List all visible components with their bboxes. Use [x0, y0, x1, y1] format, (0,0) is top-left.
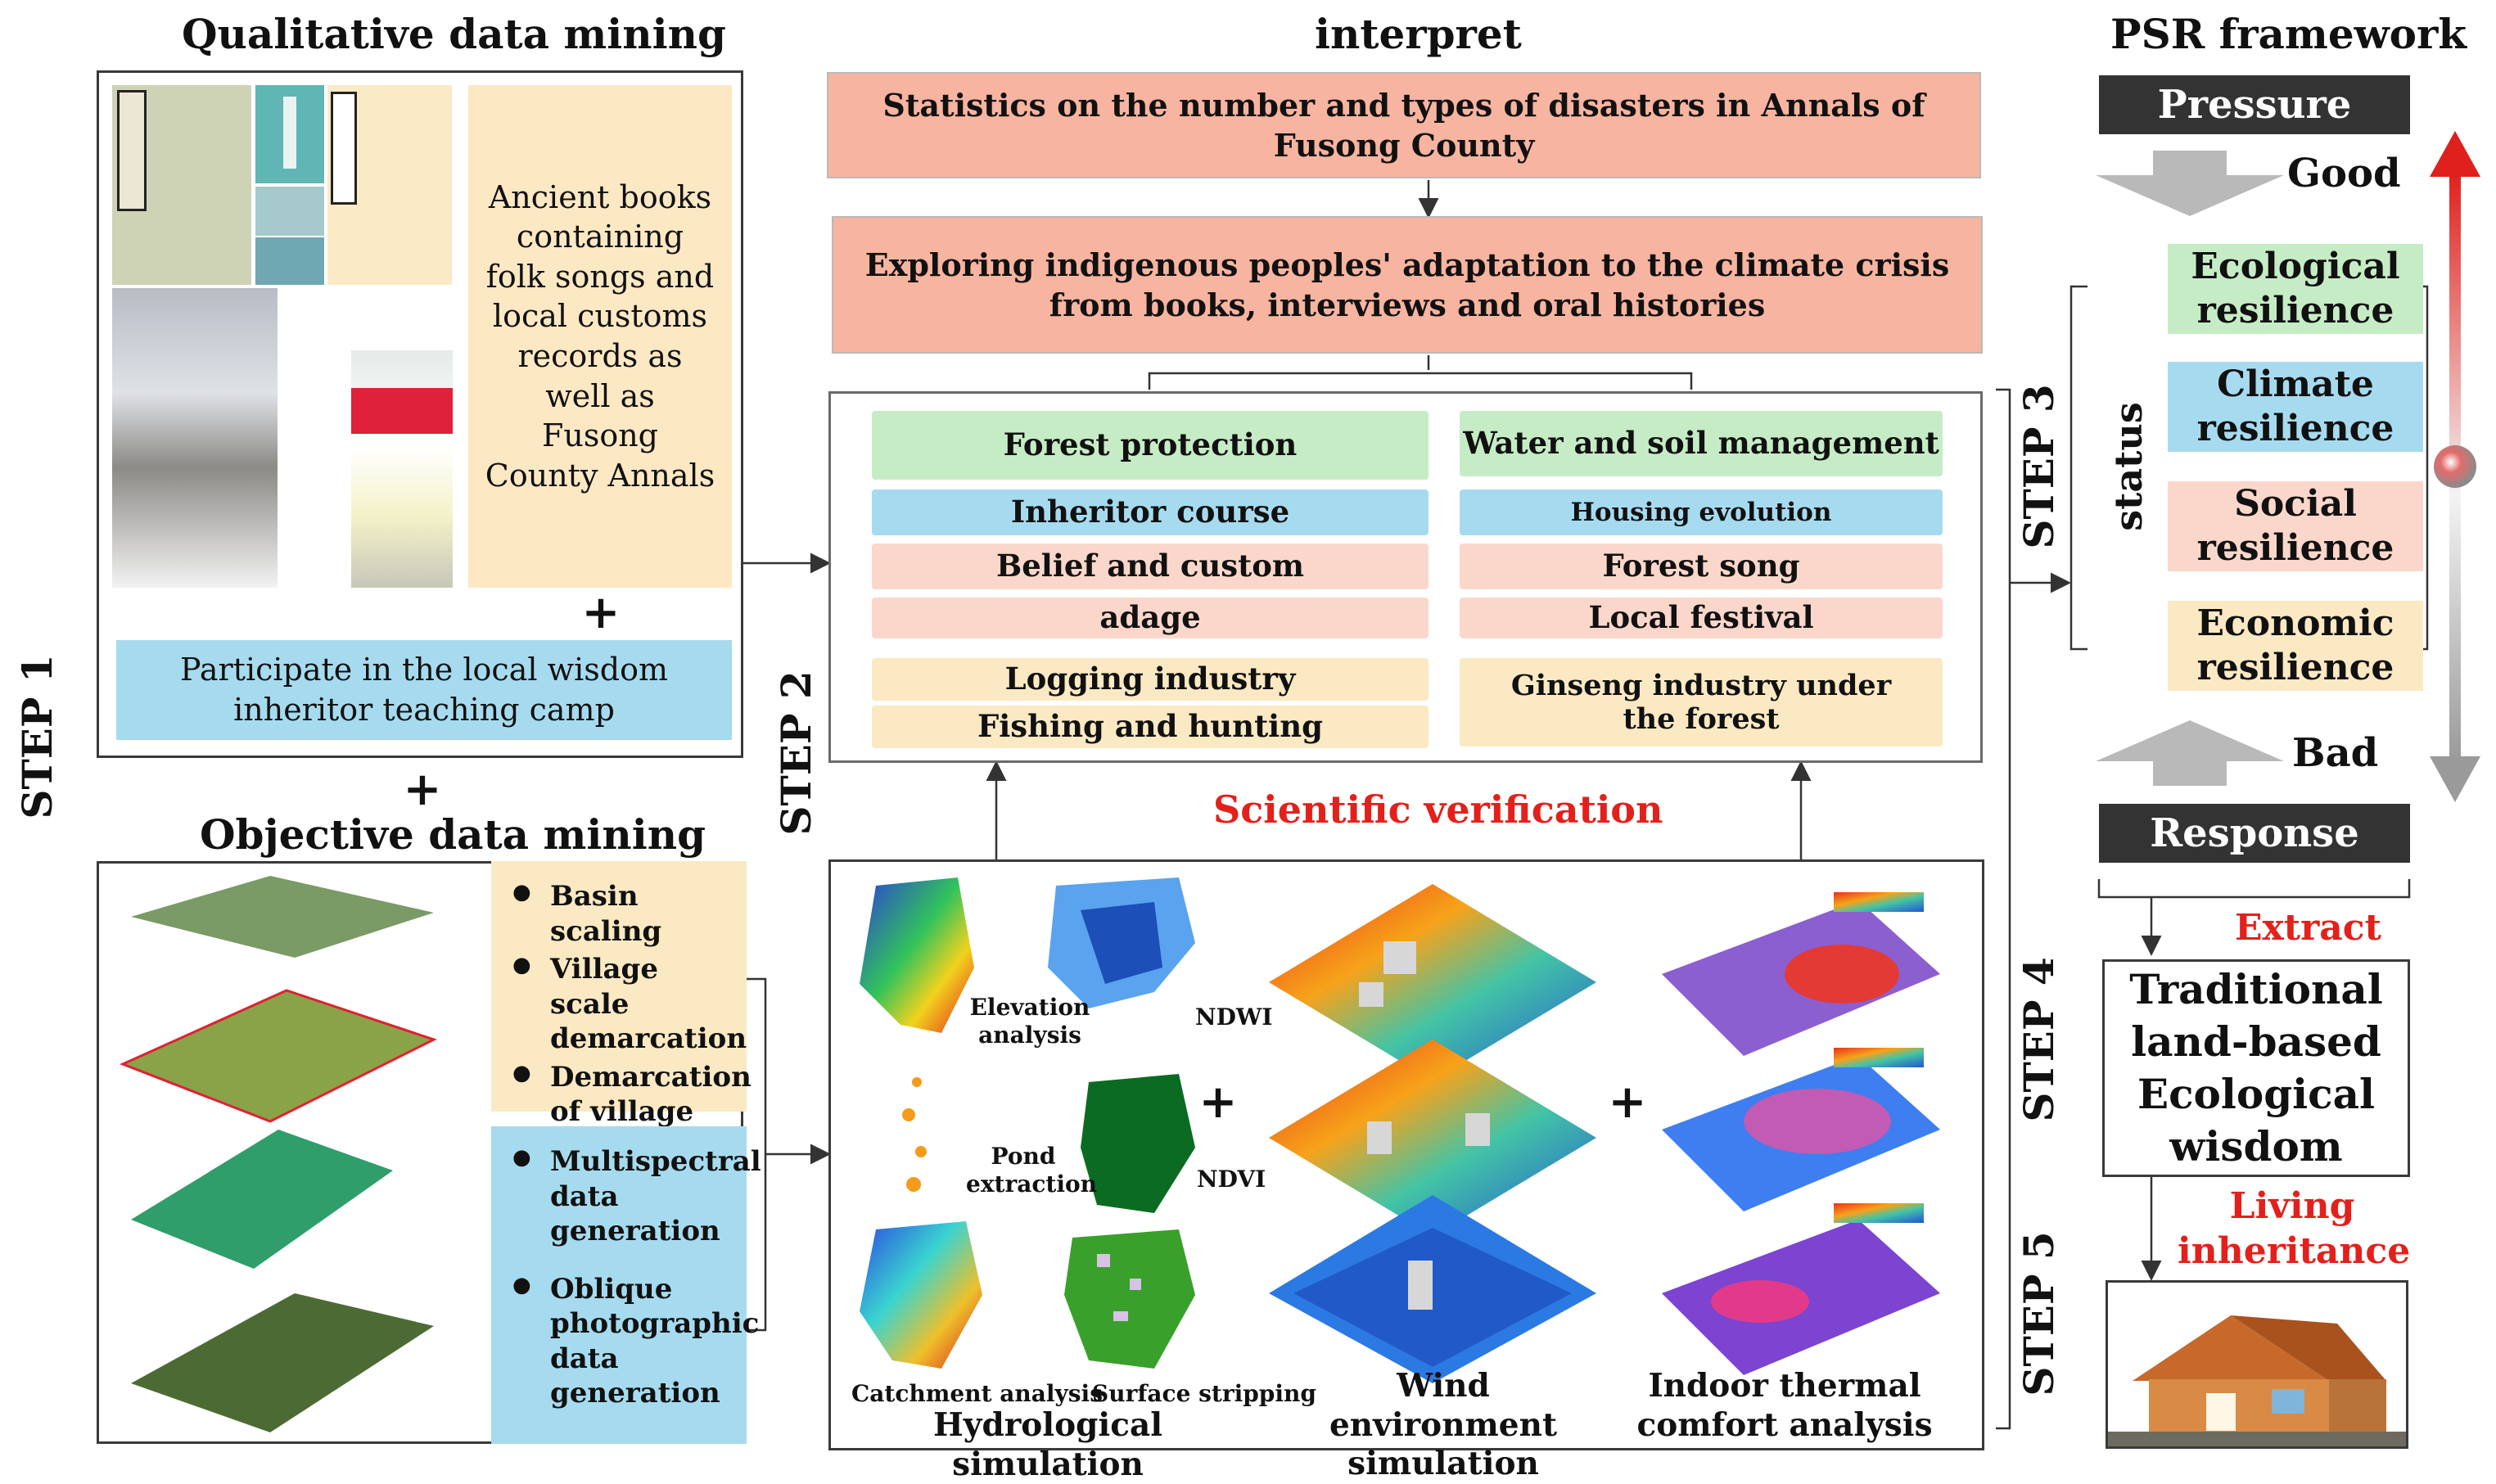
bracket-status-left — [2069, 285, 2088, 651]
hydrology-maps — [860, 877, 1195, 1369]
book-page-photo — [327, 85, 452, 285]
temple-photo — [255, 85, 324, 183]
wind-simulation-maps — [1269, 884, 1596, 1383]
interpret-title: interpret — [1315, 10, 1522, 58]
bracket-step3-5 — [1996, 388, 2011, 1430]
pond-label: Pond extraction — [966, 1143, 1097, 1198]
surface-label: Surface stripping — [1092, 1380, 1316, 1407]
data-generation-box: Multispectral data generation Oblique ph… — [491, 1126, 761, 1444]
plus-sign: + — [403, 762, 442, 816]
good-label: Good — [2287, 151, 2401, 196]
step-2-label: STEP 2 — [771, 670, 820, 836]
forest-protection-tag: Forest protection — [872, 411, 1429, 480]
teaching-camp-box: Participate in the local wisdom inherito… — [116, 640, 732, 740]
data-generation-item: Multispectral data generation — [499, 1144, 761, 1249]
catchment-label: Catchment analysis — [851, 1380, 1103, 1407]
step-3-label: STEP 3 — [2014, 384, 2063, 549]
hydrology-caption: Hydrological simulation — [932, 1406, 1163, 1483]
step-4-label: STEP 4 — [2014, 957, 2063, 1122]
qualitative-title: Qualitative data mining — [182, 10, 726, 58]
thermal-caption: Indoor thermal comfort analysis — [1636, 1367, 1933, 1444]
plus-sign: + — [1198, 1075, 1238, 1129]
ancient-books-box: Ancient books containing folk songs and … — [468, 85, 732, 588]
step-5-label: STEP 5 — [2014, 1231, 2063, 1396]
ecological-wisdom-box: Traditional land-based Ecological wisdom — [2102, 959, 2410, 1177]
verification-title: Scientific verification — [1213, 787, 1663, 832]
scale-item: Village scale demarcation — [499, 952, 747, 1057]
bracket-response — [2097, 879, 2411, 899]
data-generation-item: Oblique photographic data generation — [499, 1272, 759, 1411]
house-illustration — [2108, 1315, 2406, 1446]
ndvi-label: NDVI — [1197, 1166, 1266, 1193]
ndwi-label: NDWI — [1195, 1004, 1273, 1031]
ecological-resilience-box: Ecological resilience — [2168, 244, 2423, 334]
pressure-arrow-down — [2096, 151, 2284, 216]
local-festival-tag: Local festival — [1460, 598, 1943, 638]
elevation-label: Elevation analysis — [969, 994, 1090, 1049]
living-inheritance-label: Living inheritance — [2178, 1185, 2411, 1272]
social-resilience-box: Social resilience — [2168, 481, 2423, 571]
logging-industry-tag: Logging industry — [872, 658, 1429, 701]
mountain-painting-photo — [351, 350, 453, 588]
faded-photo — [255, 187, 324, 236]
status-label: status — [2106, 402, 2151, 531]
adage-tag: adage — [872, 598, 1429, 638]
climate-resilience-box: Climate resilience — [2168, 362, 2423, 452]
gradient-double-arrow — [2430, 131, 2480, 802]
disaster-statistics-box: Statistics on the number and types of di… — [827, 72, 1981, 178]
village-map-layers — [120, 876, 437, 1432]
extract-label: Extract — [2235, 907, 2381, 949]
snow-village-photo — [112, 288, 278, 588]
fishing-hunting-tag: Fishing and hunting — [872, 706, 1429, 748]
plus-sign: + — [581, 585, 621, 639]
ginseng-industry-tag: Ginseng industry under the forest — [1460, 658, 1943, 747]
belief-custom-tag: Belief and custom — [872, 544, 1429, 589]
response-bar: Response — [2099, 804, 2410, 863]
bad-label: Bad — [2292, 730, 2379, 776]
step-1-label: STEP 1 — [12, 654, 61, 819]
scale-group-box: Basin scaling Village scale demarcation … — [491, 861, 752, 1163]
bracket-box2-wisdom — [1148, 372, 1693, 390]
inheritor-course-tag: Inheritor course — [872, 489, 1429, 535]
water-soil-tag: Water and soil management — [1460, 411, 1943, 476]
indigenous-adaptation-box: Exploring indigenous peoples' adaptation… — [832, 216, 1983, 354]
wind-caption: Wind environment simulation — [1329, 1367, 1557, 1483]
pressure-bar: Pressure — [2099, 75, 2410, 134]
village-aerial-photo — [255, 237, 324, 285]
psr-title: PSR framework — [2110, 10, 2467, 58]
old-book-photo — [112, 85, 251, 285]
economic-resilience-box: Economic resilience — [2168, 601, 2423, 691]
response-arrow-up — [2096, 720, 2284, 786]
scale-item: Basin scaling — [499, 879, 738, 949]
forest-song-tag: Forest song — [1460, 544, 1943, 589]
house-photo-frame — [2106, 1280, 2408, 1449]
blank-photo-strip — [281, 288, 348, 588]
housing-evolution-tag: Housing evolution — [1460, 489, 1943, 535]
objective-title: Objective data mining — [200, 810, 706, 859]
thermal-comfort-maps — [1662, 892, 1940, 1375]
plus-sign: + — [1608, 1075, 1647, 1129]
